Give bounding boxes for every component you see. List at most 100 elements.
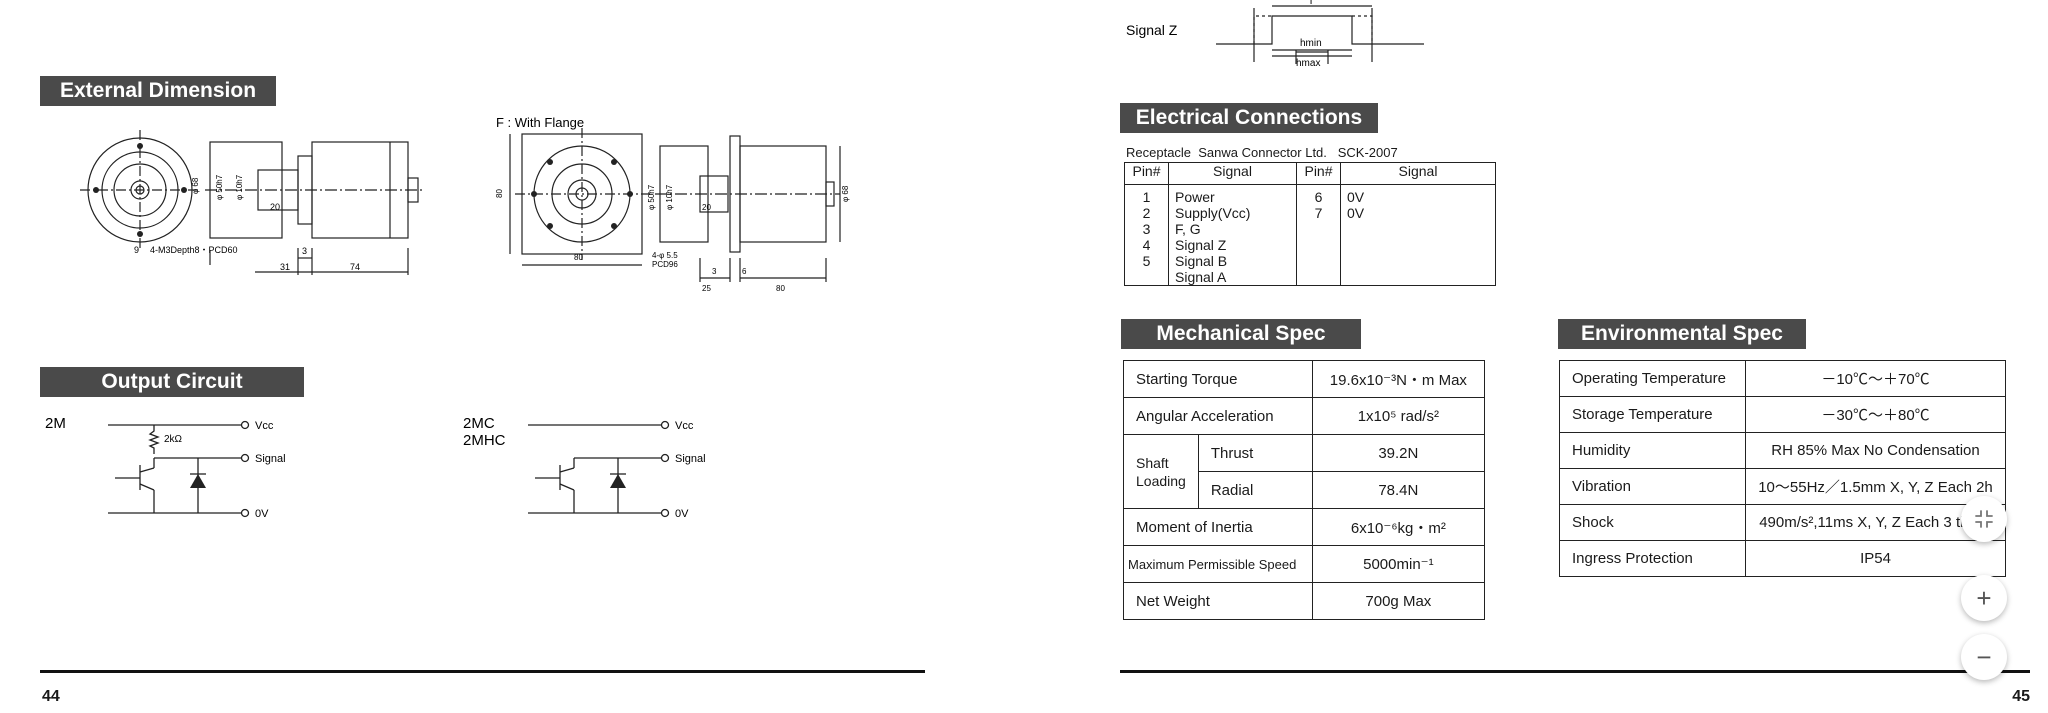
model-2mhc: 2MHC: [463, 432, 506, 449]
fit-page-button[interactable]: [1961, 496, 2007, 542]
value-max-speed: 5000min⁻¹: [1311, 545, 1486, 583]
value-operating-temperature: －10℃～＋70℃: [1745, 360, 2006, 397]
row-shock: Shock 490m/s²,11ms X, Y, Z Each 3 times: [1559, 504, 2006, 541]
label-flange-phi10: φ 10h7: [665, 184, 674, 210]
signal-pin-1: Power Supply(Vcc): [1175, 189, 1251, 221]
label-vibration: Vibration: [1559, 468, 1746, 505]
row-thrust: Shaft Loading Thrust 39.2N: [1123, 434, 1486, 509]
label-20: 20: [270, 202, 280, 212]
signal-pin-7: 0V: [1347, 205, 1365, 221]
zoom-in-button[interactable]: +: [1961, 575, 2007, 621]
pin-6: 6: [1314, 189, 1323, 205]
pin-5: 5: [1142, 253, 1151, 269]
header-pin-1: Pin#: [1124, 162, 1169, 185]
waveform-t: T: [1308, 0, 1314, 7]
value-radial: 78.4N: [1311, 471, 1486, 509]
environmental-spec-heading: Environmental Spec: [1558, 319, 1806, 349]
value-vibration: 10～55Hz／1.5mm X, Y, Z Each 2h: [1745, 468, 2006, 505]
page-number-44: 44: [42, 688, 60, 705]
label-shaft-loading: Shaft Loading: [1123, 434, 1199, 509]
label-thrust: Thrust: [1197, 434, 1313, 472]
row-angular-acceleration: Angular Acceleration 1x10⁵ rad/s²: [1123, 397, 1486, 435]
row-vibration: Vibration 10～55Hz／1.5mm X, Y, Z Each 2h: [1559, 468, 2006, 505]
header-pin-2: Pin#: [1296, 162, 1341, 185]
page-number-45: 45: [2012, 688, 2030, 705]
mechanical-spec-heading: Mechanical Spec: [1121, 319, 1361, 349]
signal-list-left: Power Supply(Vcc) F, G Signal Z Signal B…: [1168, 184, 1297, 286]
row-moment-of-inertia: Moment of Inertia 6x10⁻⁶kg・m²: [1123, 508, 1486, 546]
label-phi68: φ 68: [191, 177, 200, 194]
row-storage-temperature: Storage Temperature －30℃～＋80℃: [1559, 396, 2006, 433]
label-shock: Shock: [1559, 504, 1746, 541]
connector-table-body: 1 2 3 4 5 Power Supply(Vcc) F, G Signal …: [1124, 184, 1496, 286]
value-thrust: 39.2N: [1311, 434, 1486, 472]
label-storage-temperature: Storage Temperature: [1559, 396, 1746, 433]
left-page: External Dimension: [40, 76, 925, 705]
waveform-hmin: hmin: [1300, 38, 1322, 49]
label-flange-20: 20: [702, 203, 711, 212]
circuit-2mc-0v: 0V: [675, 508, 689, 520]
signal-z-waveform: Signal Z T hmin hmax: [1126, 0, 1424, 69]
shaft-loading-line2: Loading: [1136, 472, 1186, 489]
model-2m: 2M: [45, 415, 66, 432]
circuit-2m-vcc: Vcc: [255, 420, 274, 432]
connector-table: Pin# Signal Pin# Signal 1 2 3 4 5 Power …: [1124, 162, 1496, 286]
signal-pin-3: Signal Z: [1175, 237, 1227, 253]
label-operating-temperature: Operating Temperature: [1559, 360, 1746, 397]
label-starting-torque: Starting Torque: [1123, 360, 1313, 398]
row-net-weight: Net Weight 700g Max: [1123, 582, 1486, 620]
row-radial: Radial 78.4N: [1124, 471, 1486, 509]
circuit-2mc-signal: Signal: [675, 453, 706, 465]
zoom-out-button[interactable]: −: [1961, 634, 2007, 680]
signal-pin-2: F, G: [1175, 221, 1201, 237]
label-phi50h7: φ 50h7: [215, 174, 224, 200]
label-flange-6: 6: [742, 267, 747, 276]
value-moment-of-inertia: 6x10⁻⁶kg・m²: [1311, 508, 1486, 546]
pin-7: 7: [1314, 205, 1323, 221]
environmental-spec-table: Operating Temperature －10℃～＋70℃ Storage …: [1559, 360, 2006, 577]
row-humidity: Humidity RH 85% Max No Condensation: [1559, 432, 2006, 469]
label-flange-3: 3: [712, 267, 717, 276]
footer-rule-right: [1120, 670, 2030, 673]
label-flange-phi50: φ 50h7: [647, 184, 656, 210]
dimension-drawing-standard: φ 68 φ 50h7 φ 10h7 20 9 4-M3Depth8・PCD60…: [80, 130, 425, 275]
receptacle-text: Receptacle Sanwa Connector Ltd. SCK-2007: [1126, 145, 1398, 160]
row-starting-torque: Starting Torque 19.6x10⁻³N・m Max: [1123, 360, 1486, 398]
signal-pin-4: Signal B: [1175, 253, 1228, 269]
row-operating-temperature: Operating Temperature －10℃～＋70℃: [1559, 360, 2006, 397]
row-max-speed: Maximum Permissible Speed 5000min⁻¹: [1123, 545, 1486, 583]
label-radial: Radial: [1197, 471, 1313, 509]
waveform-hmax: hmax: [1296, 58, 1320, 69]
label-angular-acceleration: Angular Acceleration: [1123, 397, 1313, 435]
label-3: 3: [302, 246, 307, 256]
output-circuit-heading: Output Circuit: [40, 367, 304, 397]
label-moment-of-inertia: Moment of Inertia: [1123, 508, 1313, 546]
label-phi10h7: φ 10h7: [235, 174, 244, 200]
mechanical-spec-table: Starting Torque 19.6x10⁻³N・m Max Angular…: [1123, 360, 1486, 620]
flange-title: F : With Flange: [496, 115, 584, 130]
value-angular-acceleration: 1x10⁵ rad/s²: [1311, 397, 1486, 435]
footer-rule-left: [40, 670, 925, 673]
signal-list-right: 0V 0V: [1340, 184, 1496, 286]
label-74: 74: [350, 262, 360, 272]
signal-z-label: Signal Z: [1126, 22, 1178, 38]
value-ingress-protection: IP54: [1745, 540, 2006, 577]
circuit-2mc-vcc: Vcc: [675, 420, 694, 432]
label-flange-pcd: PCD96: [652, 260, 678, 269]
circuit-2m-signal: Signal: [255, 453, 286, 465]
header-signal-1: Signal: [1168, 162, 1297, 185]
header-signal-2: Signal: [1340, 162, 1496, 185]
shaft-loading-line1: Shaft: [1136, 454, 1169, 471]
label-9: 9: [134, 245, 139, 255]
label-31: 31: [280, 262, 290, 272]
label-flange-25: 25: [702, 284, 711, 293]
label-mount: 4-M3Depth8・PCD60: [150, 245, 238, 255]
dimension-drawing-flange: F : With Flange: [495, 115, 850, 293]
row-ingress-protection: Ingress Protection IP54: [1559, 540, 2006, 577]
value-net-weight: 700g Max: [1311, 582, 1486, 620]
label-humidity: Humidity: [1559, 432, 1746, 469]
pin-2: 2: [1142, 205, 1151, 221]
right-page: Signal Z T hmin hmax Electrical Connecti…: [1024, 0, 2048, 713]
model-2mc: 2MC: [463, 415, 495, 432]
label-flange-phi68: φ 68: [841, 185, 850, 202]
